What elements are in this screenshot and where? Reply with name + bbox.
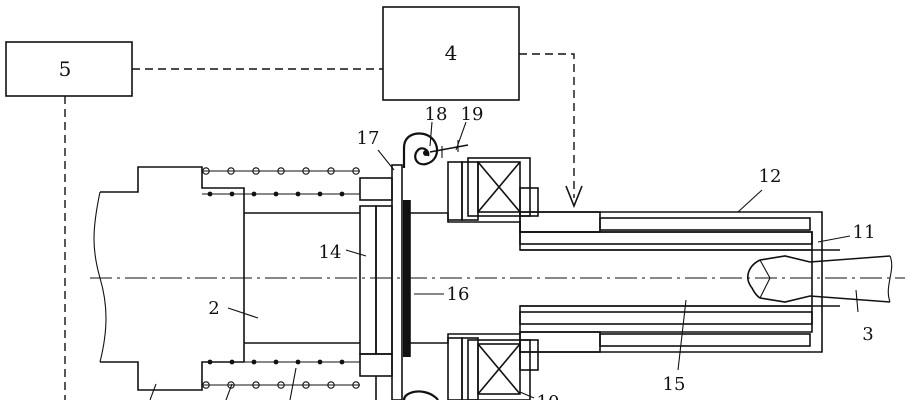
upper-bearing xyxy=(447,157,539,221)
lower-bearing xyxy=(447,337,539,400)
outer-tube-12 xyxy=(519,211,823,353)
control-unit-4: 4 xyxy=(382,6,520,101)
upper-coil xyxy=(202,167,360,197)
inner-tube-15 xyxy=(519,231,813,325)
flange-14 xyxy=(359,177,393,400)
label-18: 18 xyxy=(425,104,448,125)
label-11: 11 xyxy=(853,222,876,243)
signal-lines xyxy=(64,53,583,400)
disc-stack-16 xyxy=(403,200,411,357)
label-10: 10 xyxy=(537,392,560,400)
rod-3 xyxy=(747,255,893,303)
strip-17 xyxy=(391,164,403,400)
label-17: 17 xyxy=(357,128,380,149)
control-unit-5: 5 xyxy=(5,41,133,97)
label-19: 19 xyxy=(461,104,484,125)
leader-lines xyxy=(149,121,859,400)
label-15: 15 xyxy=(663,374,686,395)
box-4-label: 4 xyxy=(445,41,458,65)
label-16: 16 xyxy=(447,284,470,305)
lower-coil xyxy=(202,359,360,389)
label-2: 2 xyxy=(208,298,219,319)
shaft-body xyxy=(93,166,360,391)
box-5-label: 5 xyxy=(59,57,72,81)
label-14: 14 xyxy=(319,242,342,263)
label-12: 12 xyxy=(759,166,782,187)
spool-18 xyxy=(402,132,469,400)
signal-arrow-icon xyxy=(565,185,583,209)
label-3: 3 xyxy=(862,324,873,345)
